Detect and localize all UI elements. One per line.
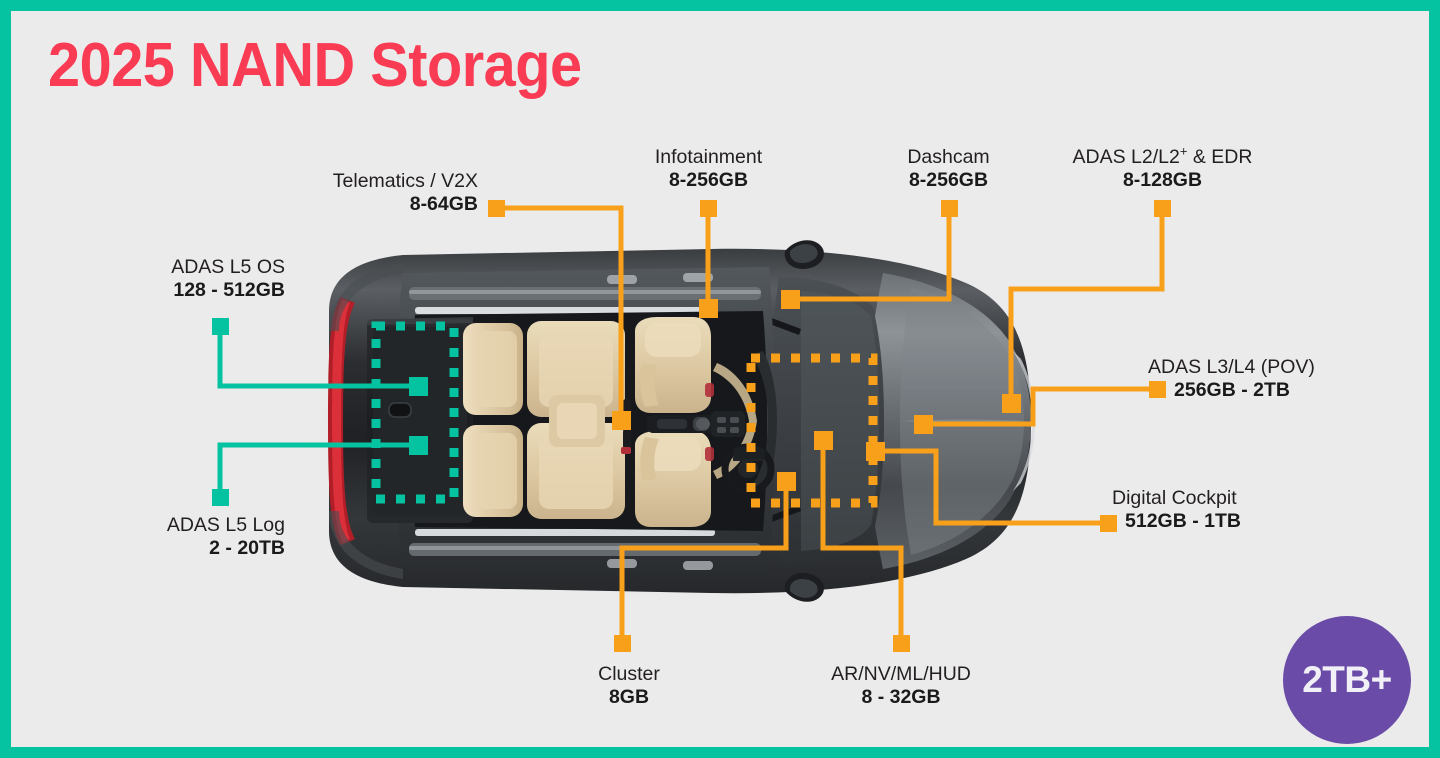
callout-value: 8-256GB <box>668 169 749 191</box>
leader-ar-hud <box>820 441 904 643</box>
trunk-area <box>367 317 473 523</box>
callout-cluster: Cluster 8GB <box>511 663 747 709</box>
endpoint-infotainment <box>699 299 718 318</box>
leader-adas-l3l4 <box>923 386 1157 427</box>
leader-adas-l2 <box>1008 208 1165 403</box>
callout-adas-l5-os: ADAS L5 OS 128 - 512GB <box>65 256 285 302</box>
callout-value: 8GB <box>608 686 650 708</box>
inner-background: 2025 NAND Storage <box>11 11 1429 747</box>
callout-adas-l2-edr: ADAS L2/L2+ & EDR 8-128GB <box>1043 143 1282 192</box>
endpoint-ar-hud <box>814 431 833 450</box>
endpoint-adas-l3l4 <box>914 415 933 434</box>
plus-superscript: + <box>1179 143 1188 159</box>
callout-adas-l3-l4-pov: ADAS L3/L4 (POV) 256GB - 2TB <box>1148 356 1378 402</box>
leader-digital-cockpit <box>875 448 1108 526</box>
callout-ar-nv-ml-hud: AR/NV/ML/HUD 8 - 32GB <box>783 663 1019 709</box>
callout-value: 8-64GB <box>409 193 478 215</box>
callout-value: 8-128GB <box>1122 169 1203 191</box>
callout-name: Digital Cockpit <box>1112 487 1237 509</box>
marker-infotainment <box>700 200 717 217</box>
leader-adas-l5-os <box>217 326 418 389</box>
callout-name: Infotainment <box>654 146 763 168</box>
callout-name: Telematics / V2X <box>332 170 478 192</box>
leader-endpoints <box>409 290 1021 491</box>
marker-adas-l3l4 <box>1149 381 1166 398</box>
endpoint-cluster <box>777 472 796 491</box>
leader-dashcam <box>790 208 952 302</box>
callout-name: ADAS L5 Log <box>166 514 285 536</box>
leader-telematics <box>497 205 624 421</box>
endpoint-digital-cockpit <box>866 442 885 461</box>
marker-adas-l2 <box>1154 200 1171 217</box>
callout-name: ADAS L5 OS <box>171 256 285 278</box>
highlight-trunk-storage-zone <box>371 321 459 504</box>
side-mirrors <box>784 240 824 602</box>
endpoint-telematics <box>612 411 631 430</box>
callout-value: 128 - 512GB <box>173 279 285 301</box>
marker-ar-hud <box>893 635 910 652</box>
callout-adas-l5-log: ADAS L5 Log 2 - 20TB <box>41 514 285 560</box>
callout-dashcam: Dashcam 8-256GB <box>829 146 1068 192</box>
marker-digital-cockpit <box>1100 515 1117 532</box>
marker-dashcam <box>941 200 958 217</box>
callout-value: 256GB - 2TB <box>1174 379 1290 401</box>
endpoint-adas-l5-log <box>409 436 428 455</box>
marker-adas-l5-log <box>212 489 229 506</box>
callout-name: AR/NV/ML/HUD <box>831 663 971 685</box>
endpoint-adas-l5-os <box>409 377 428 396</box>
page-title: 2025 NAND Storage <box>48 31 582 100</box>
callout-name: ADAS L3/L4 (POV) <box>1148 356 1315 378</box>
seats <box>463 317 714 527</box>
centre-console <box>647 351 777 495</box>
endpoint-dashcam <box>781 290 800 309</box>
leader-adas-l5-log <box>217 442 418 493</box>
badge-label: 2TB+ <box>1302 659 1392 700</box>
callout-value: 8 - 32GB <box>861 686 941 708</box>
label-markers <box>212 200 1171 652</box>
car-illustration <box>11 11 1429 747</box>
callout-name: Cluster <box>598 663 660 685</box>
callout-infotainment: Infotainment 8-256GB <box>589 146 828 192</box>
callout-telematics-v2x: Telematics / V2X 8-64GB <box>263 170 478 216</box>
total-storage-badge: 2TB+ <box>1283 616 1411 744</box>
marker-adas-l5-os <box>212 318 229 335</box>
callout-name: ADAS L2/L2+ & EDR <box>1072 143 1253 169</box>
leader-cluster <box>619 481 789 643</box>
callout-value: 2 - 20TB <box>209 537 285 559</box>
marker-cluster <box>614 635 631 652</box>
callout-digital-cockpit: Digital Cockpit 512GB - 1TB <box>1103 487 1333 533</box>
highlight-cockpit-zone <box>746 353 878 508</box>
callout-value: 512GB - 1TB <box>1125 510 1241 532</box>
marker-telematics <box>488 200 505 217</box>
callout-name: Dashcam <box>907 146 990 168</box>
callout-value: 8-256GB <box>908 169 989 191</box>
endpoint-adas-l2 <box>1002 394 1021 413</box>
